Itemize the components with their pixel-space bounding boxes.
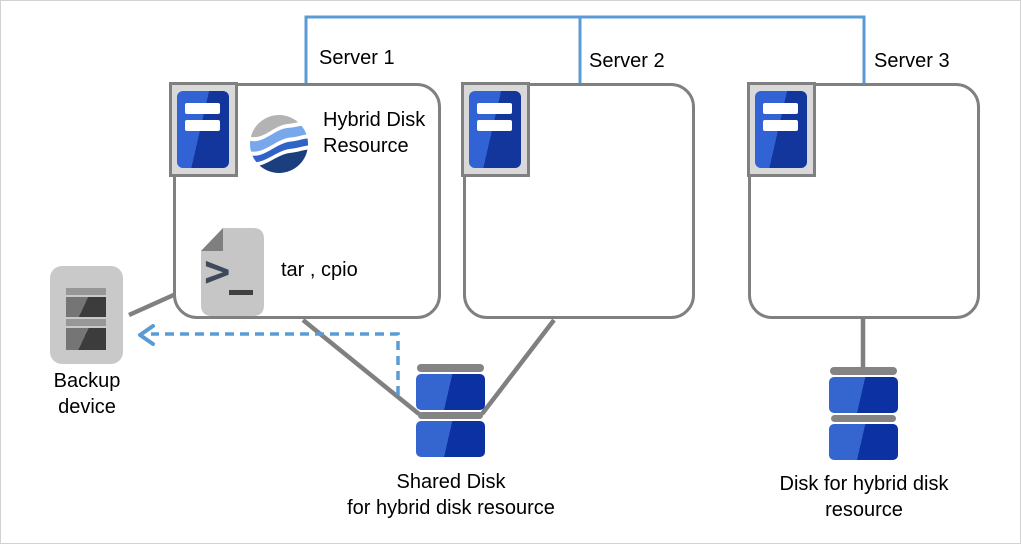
hybrid-disk-label: Disk for hybrid disk resource	[779, 473, 949, 521]
server-tower-icon	[469, 91, 521, 168]
file-fold-corner	[201, 228, 223, 251]
drive-bay	[185, 103, 220, 114]
tape-slot-bar	[66, 319, 106, 326]
backup-device-label: Backup device	[53, 370, 121, 418]
interconnect-line	[304, 15, 866, 85]
server-tower-icon	[177, 91, 229, 168]
tape-slot-bar	[66, 288, 106, 295]
hybrid-disk-resource-label: Hybrid Disk Resource	[323, 109, 426, 157]
wave-band-blue	[250, 138, 308, 163]
server2-label: Server 2	[589, 50, 665, 72]
cursor-underscore	[229, 290, 253, 295]
prompt-glyph: >	[204, 246, 231, 297]
server1-label: Server 1	[319, 47, 395, 69]
shared-disk-label-line1: Shared Disk	[396, 471, 506, 493]
shared-disk-label-line2: for hybrid disk resource	[347, 497, 555, 519]
disk-cap	[831, 415, 896, 422]
server2-shared-disk-connector	[480, 318, 556, 416]
backup-flow-dashed-line	[151, 332, 400, 395]
disk-platter	[416, 374, 485, 410]
drive-bay	[763, 120, 798, 131]
shared-disk-label: Shared Disk for hybrid disk resource	[331, 469, 571, 521]
drive-bay	[185, 120, 220, 131]
server1-icon	[169, 82, 238, 177]
tape-drive-icon	[50, 266, 123, 364]
server3-icon	[747, 82, 816, 177]
disk-cap	[830, 367, 897, 375]
tape-slot	[66, 297, 106, 317]
server-tower-icon	[755, 91, 807, 168]
shell-script-file-icon: >	[201, 228, 264, 316]
disk-platter	[829, 377, 898, 413]
wave-band-lightblue	[250, 125, 308, 152]
wave-globe-icon	[250, 115, 308, 173]
server3-label: Server 3	[874, 50, 950, 72]
disk-cap	[418, 412, 483, 419]
disk-platter	[829, 424, 898, 460]
drive-bay	[763, 103, 798, 114]
server2-icon	[461, 82, 530, 177]
backup-flow-arrowhead	[138, 324, 155, 346]
drive-bay	[477, 120, 512, 131]
tape-slot	[66, 328, 106, 350]
wave-band-gray	[250, 115, 308, 138]
disk-cap	[417, 364, 484, 372]
drive-bay	[477, 103, 512, 114]
wave-band-navy	[250, 149, 308, 173]
tar-cpio-label: tar , cpio	[281, 259, 358, 281]
disk-platter	[416, 421, 485, 457]
